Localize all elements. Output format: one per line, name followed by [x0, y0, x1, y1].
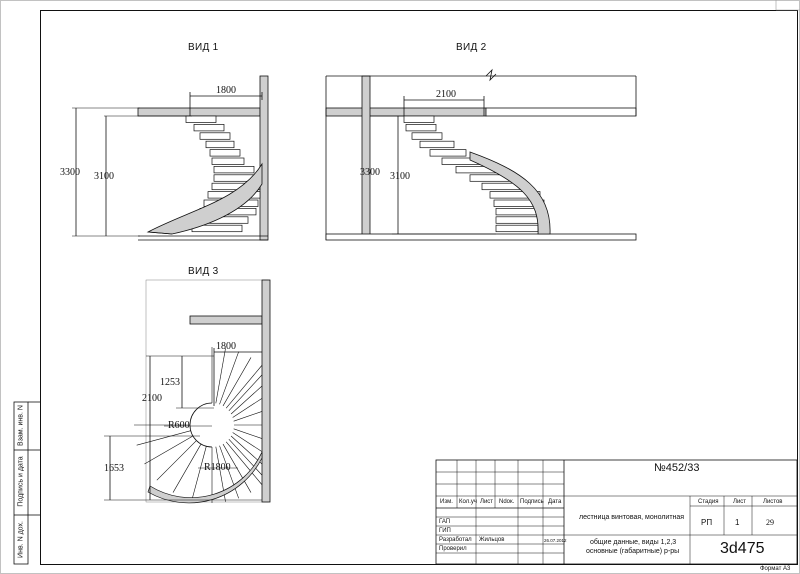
v3-tread-line [232, 432, 263, 452]
v3-radius-inner: R600 [168, 420, 190, 431]
format-label: Формат А3 [760, 566, 791, 572]
v2-step [429, 149, 467, 157]
v3-tread-line [144, 435, 194, 465]
v1-dim-height-outer: 3300 [60, 167, 80, 178]
developer-date: 26.07.2012 [544, 538, 567, 543]
role-gap: ГАП [439, 519, 451, 525]
view-1-drawing [72, 75, 269, 241]
v2-step [495, 224, 539, 233]
v3-tread-line [225, 365, 263, 409]
v1-step [205, 140, 235, 149]
side-stamp [13, 401, 40, 565]
title-block [435, 459, 798, 565]
stage-header: Стадия [698, 499, 719, 505]
v1-dim-width: 1800 [216, 85, 236, 96]
v3-tread-line [228, 438, 263, 476]
v3-tread-line [232, 398, 263, 418]
v1-step [185, 115, 217, 123]
v3-tread-line [136, 430, 191, 446]
v3-tread-line [225, 441, 263, 485]
col-header-kolych: Кол.уч [459, 499, 477, 505]
view-2-title: ВИД 2 [456, 42, 487, 53]
v3-tread-line [230, 385, 263, 415]
v3-tread-line [228, 374, 263, 412]
col-header-izm: Изм. [440, 499, 453, 505]
view-2-drawing [325, 68, 637, 241]
v1-dim-height-inner: 3100 [94, 171, 114, 182]
role-checker: Проверил [439, 546, 467, 552]
v3-dim-b: 2100 [142, 393, 162, 404]
v1-step [199, 132, 231, 140]
sheet-value: 1 [735, 518, 740, 527]
sheet-header: Лист [733, 499, 747, 505]
v3-dim-c: 1653 [104, 463, 124, 474]
v2-dim-height-inner: 3100 [390, 171, 410, 182]
sheet-frame [40, 10, 798, 565]
v2-step [419, 140, 455, 149]
v3-tread-line [172, 443, 202, 493]
v3-dim-width: 1800 [216, 341, 236, 352]
v3-tread-line [233, 411, 263, 422]
view-3-drawing [104, 279, 271, 504]
v3-tread-line [233, 428, 263, 439]
v3-tread-line [222, 357, 252, 407]
v1-step [211, 157, 245, 165]
side-stamp-replace-inv: Взам. инв. N [17, 405, 25, 446]
view-1-title: ВИД 1 [188, 42, 219, 53]
col-header-signature: Подпись [520, 499, 544, 505]
v3-tread-line [219, 351, 239, 405]
v1-step [213, 166, 255, 174]
v3-tread-line [230, 435, 263, 465]
v2-step [405, 124, 437, 132]
sheets-header: Листов [763, 499, 783, 505]
v2-dim-width: 2100 [436, 89, 456, 100]
v2-step [411, 132, 443, 140]
sheet-content-line1: общие данные, виды 1,2,3 [590, 539, 677, 546]
view-3-title: ВИД 3 [188, 266, 219, 277]
object-name: лестница винтовая, монолитная [579, 514, 685, 521]
col-header-list: Лист [480, 499, 494, 505]
v1-step [193, 124, 225, 132]
side-stamp-signature-date: Подпись и дата [17, 456, 25, 507]
role-developer: Разработал [439, 537, 472, 543]
v3-dim-a: 1253 [160, 377, 180, 388]
developer-name: Жильцов [479, 537, 505, 543]
sheets-value: 29 [766, 518, 774, 527]
col-header-date: Дата [548, 499, 562, 505]
v3-outer-stringer [147, 451, 263, 504]
stage-value: РП [701, 518, 713, 527]
v3-radius-outer: R1800 [204, 462, 231, 473]
v2-step [403, 115, 435, 123]
v3-tread-line [215, 348, 226, 404]
project-number: №452/33 [654, 462, 700, 474]
side-stamp-inv-number: Инв. N дох. [17, 521, 25, 558]
role-gip: ГИП [439, 528, 451, 534]
v3-tread-line [222, 443, 252, 493]
v3-tread-line [191, 446, 207, 501]
sheet-content-line2: основные (габаритные) р-ры [586, 548, 680, 555]
v1-step [209, 149, 241, 157]
v3-tread-line [156, 440, 197, 481]
col-header-ndok: Ndoк. [499, 499, 515, 505]
drawing-code: 3d475 [720, 540, 765, 557]
v2-step [495, 216, 541, 224]
v3-tread-line [219, 445, 239, 499]
v2-dim-height-outer: 3300 [360, 167, 380, 178]
